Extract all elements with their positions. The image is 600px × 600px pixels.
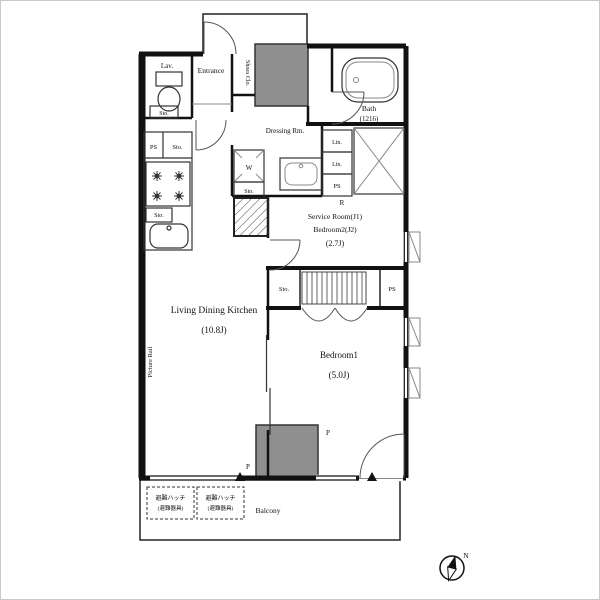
room-size-ldk: (10.8J) xyxy=(201,325,226,335)
fridge-diagonal xyxy=(353,127,405,195)
labels: Lav. Entrance Shoes Clo. Bath (1216) Dre… xyxy=(147,60,396,515)
toilet-tank xyxy=(155,71,183,87)
compass-needle-south xyxy=(447,566,458,583)
vanity-sink xyxy=(284,162,318,186)
compass-needle-north xyxy=(447,555,457,570)
window-gap xyxy=(316,474,356,482)
sto-label: Sto. xyxy=(172,144,183,151)
window-gap xyxy=(403,232,410,262)
pipe-label: P xyxy=(246,463,250,471)
shutter-box-diagonal xyxy=(408,367,421,399)
ps-label: PS xyxy=(388,286,396,293)
ps-label: PS xyxy=(333,183,341,190)
evac-hatch-label: 避難ハッチ xyxy=(205,494,235,502)
bedroom1-door-arc xyxy=(359,433,405,479)
stove-burner-icon xyxy=(173,190,185,202)
stove-burner-icon xyxy=(173,170,185,182)
washer-corner xyxy=(255,173,265,183)
picture-rail-label: Picture Rail xyxy=(147,346,154,377)
room-size-bath: (1216) xyxy=(360,115,379,123)
hatch-triangle-icon xyxy=(367,472,377,481)
bathtub-inner xyxy=(345,61,395,99)
entrance-alcove xyxy=(202,13,308,54)
sto-label: Sto. xyxy=(279,286,290,293)
front-door-arc xyxy=(203,21,237,55)
hall-door-arc xyxy=(195,119,227,151)
linen-label: Lin. xyxy=(332,162,342,168)
room-label-bath: Bath xyxy=(362,104,376,113)
room-label-dressing: Dressing Rm. xyxy=(266,127,305,135)
room-label-service-1: Service Room(J1) xyxy=(308,212,363,221)
washer-corner xyxy=(255,149,265,159)
linen-label: Lin. xyxy=(332,140,342,146)
fridge-label: R xyxy=(340,199,345,207)
fridge-space xyxy=(353,127,405,195)
closet-door-arc xyxy=(334,307,368,322)
bathtub-drain xyxy=(353,77,359,83)
bath-door-arc xyxy=(331,91,365,125)
doors xyxy=(195,21,405,479)
shutter-box xyxy=(408,231,421,263)
washer-label: W xyxy=(246,164,253,172)
room-label-balcony: Balcony xyxy=(256,506,281,515)
shutter-box xyxy=(408,367,421,399)
shaft-upper xyxy=(254,43,309,107)
kitchen-sink xyxy=(149,223,189,249)
stove xyxy=(145,161,191,207)
washer-corner xyxy=(233,149,243,159)
shutter-box xyxy=(408,317,421,347)
bottom-windows xyxy=(150,474,403,482)
compass: N xyxy=(439,551,469,583)
room-size-bedroom1: (5.0J) xyxy=(329,370,350,380)
service-door-arc xyxy=(269,239,301,271)
shutter-box-diagonal xyxy=(408,317,421,347)
compass-needle-icon xyxy=(447,555,458,583)
ps-box xyxy=(321,173,353,197)
shutter-box-diagonal xyxy=(408,231,421,263)
room-size-service: (2.7J) xyxy=(326,239,345,248)
sto-label: Sto. xyxy=(154,213,164,219)
closet-panels xyxy=(301,271,367,305)
faucet-icon xyxy=(298,163,304,169)
room-label-shoes-closet: Shoes Clo. xyxy=(244,60,250,87)
kitchen-counter xyxy=(143,131,193,251)
storage-hatched xyxy=(233,197,269,237)
pipe-label: P xyxy=(326,429,330,437)
balcony-outline xyxy=(139,479,401,541)
sto-label: Sto. xyxy=(244,189,254,195)
closet-door-arc xyxy=(301,307,336,322)
evac-hatch-sub-label: (避難器具) xyxy=(158,504,184,512)
stove-burner-icon xyxy=(151,170,163,182)
evac-hatch-sub-label: (避難器具) xyxy=(208,504,234,512)
bathtub xyxy=(341,57,399,103)
faucet-icon xyxy=(166,225,172,231)
room-label-service-2: Bedroom2(J2) xyxy=(313,225,357,234)
north-label: N xyxy=(463,551,469,560)
window-gap xyxy=(403,318,410,346)
evac-hatch-label: 避難ハッチ xyxy=(155,494,185,502)
evac-hatch-box xyxy=(196,486,245,520)
window-gap xyxy=(403,368,410,398)
room-label-entrance: Entrance xyxy=(198,66,225,75)
lav-storage xyxy=(149,105,179,119)
right-windows xyxy=(403,231,421,399)
evac-hatch-box xyxy=(146,486,195,520)
stove-burner-icon xyxy=(151,190,163,202)
kitchen-storage xyxy=(145,207,173,223)
room-label-lav: Lav. xyxy=(161,62,173,70)
sliding-partition xyxy=(265,335,271,435)
washer-corner xyxy=(233,173,243,183)
shaft-lower xyxy=(255,424,319,479)
sto-label: Sto. xyxy=(159,111,169,117)
hatch-triangle-icon xyxy=(235,472,245,481)
toilet-bowl xyxy=(157,86,181,112)
ps-label: PS xyxy=(150,144,158,151)
window-gap xyxy=(150,474,242,482)
room-label-bedroom1: Bedroom1 xyxy=(320,350,358,360)
room-label-ldk: Living Dining Kitchen xyxy=(171,306,258,316)
fixtures xyxy=(143,57,405,322)
